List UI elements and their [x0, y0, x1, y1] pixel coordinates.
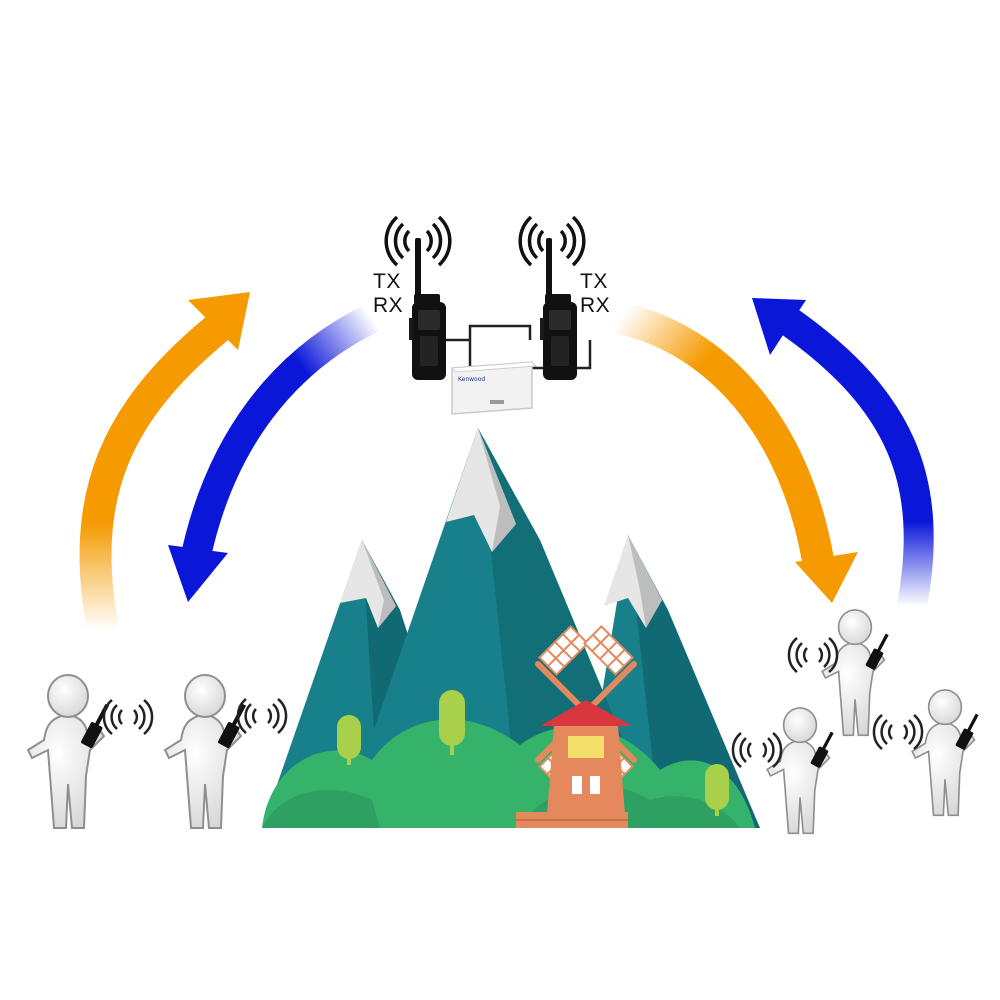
tree-icon	[439, 690, 465, 755]
left-rx-label: RX	[373, 294, 404, 317]
signal-waves-icon	[872, 713, 924, 751]
radio-icon	[409, 238, 446, 380]
arrow-left-downlink	[168, 304, 379, 602]
signal-waves-icon	[236, 697, 288, 735]
controller-brand: Kenwood	[458, 376, 485, 383]
repeater-controller-icon: Kenwood	[450, 361, 538, 415]
arrow-right-uplink	[752, 298, 934, 609]
tree-icon	[337, 715, 361, 765]
person-icon	[164, 674, 252, 829]
left-tx-label: TX	[373, 270, 401, 293]
repeater-station: Kenwood	[384, 215, 592, 415]
radio-icon	[540, 238, 577, 380]
windmill-icon	[516, 624, 637, 828]
person-icon	[766, 707, 839, 835]
person-icon	[27, 674, 115, 829]
signal-waves-icon	[102, 698, 154, 736]
person-icon	[911, 689, 984, 817]
signal-waves-icon	[731, 731, 783, 769]
arrow-left-uplink	[79, 292, 250, 633]
right-tx-label: TX	[580, 270, 608, 293]
right-rx-label: RX	[580, 294, 611, 317]
tree-icon	[705, 764, 729, 816]
arrow-right-downlink	[616, 302, 858, 603]
